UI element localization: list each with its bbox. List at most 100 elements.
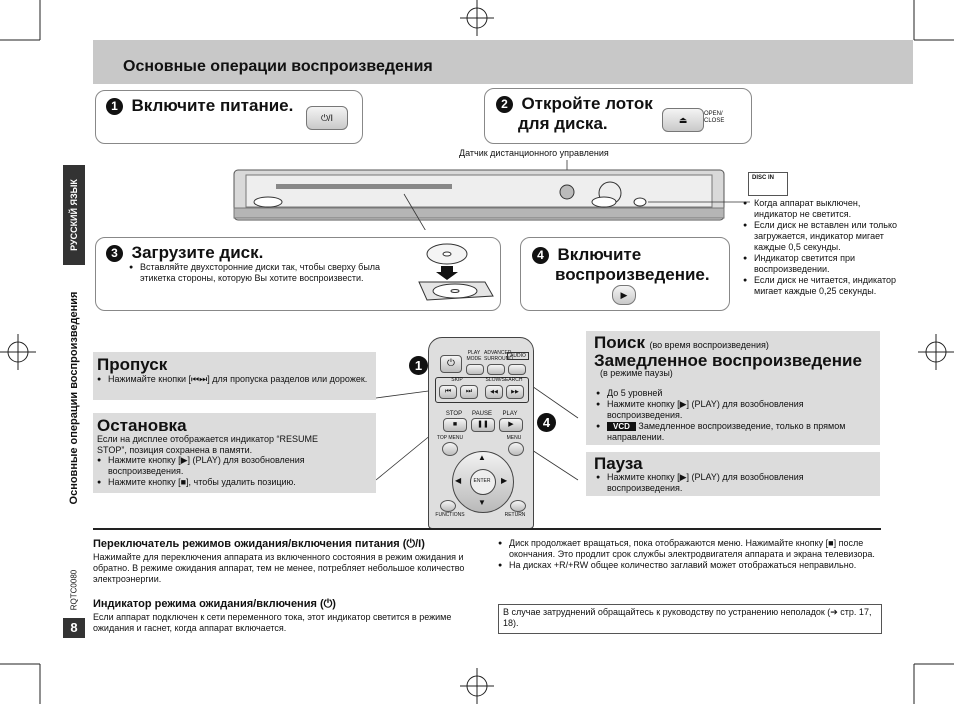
step2-box — [484, 88, 752, 144]
skip-note: Нажимайте кнопки [⏮⏭] для пропуска разде… — [97, 374, 373, 385]
trouble-text: В случае затруднений обращайтесь к руков… — [503, 607, 872, 628]
return-label: RETURN — [504, 512, 526, 518]
remote-callout-4: 4 — [537, 413, 556, 432]
open-close-label: OPEN/ CLOSE — [704, 111, 725, 124]
nav-right-icon: ▶ — [501, 476, 508, 485]
footer-note: На дисках +R/+RW общее количество заглав… — [498, 560, 878, 571]
step4-title-line1: Включите — [557, 245, 642, 264]
footer-notes: Диск продолжает вращаться, пока отобража… — [498, 538, 878, 571]
step2-title-line2: для диска. — [518, 114, 608, 133]
step1-title: Включите питание. — [131, 96, 294, 115]
vcd-badge: VCD — [607, 422, 636, 431]
search-note: Нажмите кнопку [▶] (PLAY) для возобновле… — [596, 399, 876, 421]
sensor-label: Датчик дистанционного управления — [459, 148, 609, 158]
power-button[interactable]: ⏻/I — [306, 106, 348, 130]
disc-indicator-notes: Когда аппарат выключен, индикатор не све… — [743, 198, 903, 297]
trouble-box — [498, 604, 882, 634]
disc-in-display — [748, 172, 788, 196]
search-title-note: (во время воспроизведения) — [649, 340, 769, 350]
remote-callout-1: 1 — [409, 356, 428, 375]
play-label: PLAY — [502, 411, 518, 417]
step3-heading: 3 Загрузите диск. — [106, 243, 263, 263]
top-menu-button[interactable] — [442, 442, 458, 456]
section-side-label: Основные операции воспроизведения — [68, 291, 80, 505]
language-tab — [63, 165, 85, 265]
search-heading: Поиск (во время воспроизведения) — [594, 333, 769, 353]
skip-next-button[interactable]: ⏭ — [460, 385, 478, 399]
rewind-button[interactable]: ◀◀ — [485, 385, 503, 399]
skip-notes: Нажимайте кнопки [⏮⏭] для пропуска разде… — [97, 374, 373, 385]
nav-up-icon: ▲ — [478, 453, 486, 462]
slow-search-label: SLOW/SEARCH — [485, 377, 523, 383]
step1-number: 1 — [106, 98, 123, 116]
page-number: 8 — [70, 620, 78, 635]
step4-title-line2: воспроизведение. — [555, 265, 710, 284]
step3-number: 3 — [106, 245, 123, 263]
pause-note: Нажмите кнопку [▶] (PLAY) для возобновле… — [596, 472, 866, 494]
remote-power-button[interactable]: ⏻ — [440, 355, 462, 373]
play-button[interactable]: ▶ — [612, 285, 636, 305]
menu-button[interactable] — [508, 442, 524, 456]
disc-tray-icon — [418, 243, 494, 301]
remote-stop-button[interactable]: ■ — [443, 418, 467, 432]
stop-note: Нажмите кнопку [■], чтобы удалить позици… — [97, 477, 357, 488]
open-close-button[interactable]: ⏏ — [662, 108, 704, 132]
play-mode-label: PLAY MODE — [466, 350, 482, 362]
step3-title: Загрузите диск. — [131, 243, 264, 262]
search-notes: До 5 уровней Нажмите кнопку [▶] (PLAY) д… — [596, 388, 876, 443]
footer-note: Диск продолжает вращаться, пока отобража… — [498, 538, 878, 560]
remote-play-button[interactable]: ▶ — [499, 418, 523, 432]
menu-label: MENU — [506, 435, 522, 441]
step2-number: 2 — [496, 96, 513, 114]
dvd-player-illustration — [233, 160, 750, 230]
nav-left-icon: ◀ — [455, 476, 462, 485]
fast-forward-button[interactable]: ▶▶ — [506, 385, 524, 399]
step3-note: Вставляйте двухсторонние диски так, чтоб… — [129, 262, 411, 284]
step4-heading: 4 Включите — [532, 245, 641, 265]
disc-note: Если диск не вставлен или только загружа… — [743, 220, 903, 253]
pause-notes: Нажмите кнопку [▶] (PLAY) для возобновле… — [596, 472, 866, 494]
stop-title: Остановка — [97, 416, 187, 435]
slow-title: Замедленное воспроизведение — [594, 351, 862, 370]
audio-button[interactable] — [508, 364, 526, 375]
header-bar — [93, 40, 913, 84]
skip-label: SKIP — [451, 377, 463, 383]
disc-note: Когда аппарат выключен, индикатор не све… — [743, 198, 903, 220]
step2-title-line1: Откройте лоток — [521, 94, 653, 113]
pause-title: Пауза — [594, 454, 643, 473]
enter-label: ENTER — [473, 478, 491, 484]
return-button[interactable] — [510, 500, 526, 512]
standby-text: Нажимайте для переключения аппарата из в… — [93, 552, 465, 584]
step4-number: 4 — [532, 247, 549, 265]
stop-note: Нажмите кнопку [▶] (PLAY) для возобновле… — [97, 455, 357, 477]
language-label: РУССКИЙ ЯЗЫК — [69, 179, 79, 251]
functions-button[interactable] — [440, 500, 456, 512]
skip-prev-button[interactable]: ⏮ — [439, 385, 457, 399]
advanced-surround-label: ADVANCED SURROUND — [484, 350, 513, 362]
skip-title: Пропуск — [97, 355, 168, 374]
standby-title: Переключатель режимов ожидания/включения… — [93, 538, 425, 550]
search-note-vcd: VCD Замедленное воспроизведение, только … — [596, 421, 876, 443]
slow-note: (в режиме паузы) — [600, 368, 673, 378]
step3-note-list: Вставляйте двухсторонние диски так, чтоб… — [129, 262, 411, 284]
disc-in-label: DISC IN — [752, 175, 775, 181]
indicator-title: Индикатор режима ожидания/включения (⏻) — [93, 598, 336, 610]
audio-label: AUDIO — [507, 352, 529, 360]
enter-button[interactable] — [470, 469, 496, 495]
indicator-text: Если аппарат подключен к сети переменног… — [93, 612, 452, 633]
stop-intro: Если на дисплее отображается индикатор “… — [97, 434, 318, 455]
advanced-surround-button[interactable] — [487, 364, 505, 375]
skip-buttons-frame — [435, 377, 529, 403]
step2-heading: 2 Откройте лоток — [496, 94, 653, 114]
disc-note: Если диск не читается, индикатор мигает … — [743, 275, 903, 297]
step1-heading: 1 Включите питание. — [106, 96, 293, 116]
play-mode-button[interactable] — [466, 364, 484, 375]
nav-down-icon: ▼ — [478, 498, 486, 507]
stop-label: STOP — [445, 411, 463, 417]
search-title: Поиск — [594, 333, 646, 352]
footer-divider — [93, 528, 881, 530]
doc-code: RQTC0080 — [69, 569, 79, 611]
stop-notes: Нажмите кнопку [▶] (PLAY) для возобновле… — [97, 455, 357, 488]
remote-pause-button[interactable]: ❚❚ — [471, 418, 495, 432]
